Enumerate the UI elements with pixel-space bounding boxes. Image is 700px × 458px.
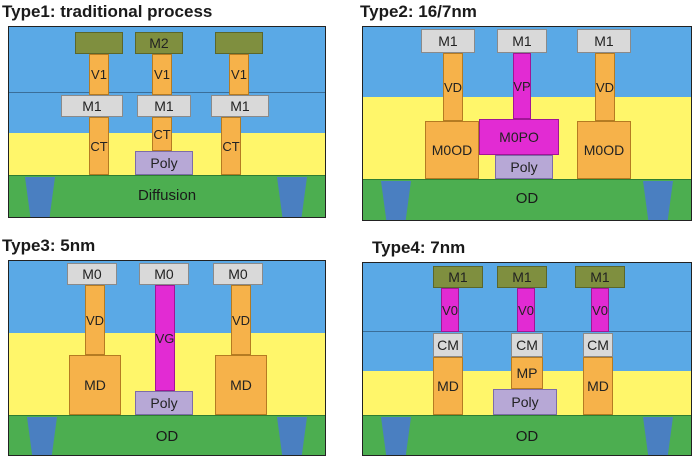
md-right: MD	[583, 357, 613, 415]
substrate-label: OD	[515, 428, 539, 445]
substrate-od	[9, 415, 325, 455]
isolation-trench-left	[381, 417, 411, 455]
v0-left: V0	[441, 288, 459, 332]
v1-right: V1	[229, 54, 249, 95]
isolation-trench-left	[27, 417, 57, 455]
isolation-trench-left	[25, 177, 55, 217]
panel1-diagram: Diffusion M2 V1 V1 V1 M1 M1 M1 CT CT CT …	[8, 26, 326, 218]
v0-right: V0	[591, 288, 609, 332]
panel3-title: Type3: 5nm	[2, 236, 96, 255]
panel3-diagram: OD M0 M0 M0 VD VG VD MD MD Poly	[8, 260, 326, 456]
m0od-right: M0OD	[577, 121, 631, 179]
vd-right: VD	[231, 285, 251, 355]
substrate-od	[363, 415, 691, 455]
md-left: MD	[433, 357, 463, 415]
m1-right: M1	[577, 29, 631, 53]
md-right: MD	[215, 355, 267, 415]
m1-center: M1	[497, 29, 547, 53]
vg-center: VG	[155, 285, 175, 391]
m0od-left: M0OD	[425, 121, 479, 179]
m1-left: M1	[61, 95, 123, 117]
vd-right: VD	[595, 53, 615, 121]
substrate-diffusion	[9, 175, 325, 217]
m2-right	[215, 32, 263, 54]
ct-left: CT	[89, 117, 109, 175]
poly-gate: Poly	[493, 389, 557, 415]
cm-center: CM	[511, 333, 543, 357]
mp-center: MP	[511, 357, 543, 389]
m0-center: M0	[139, 263, 189, 285]
substrate-label: OD	[515, 190, 539, 207]
cm-right: CM	[583, 333, 613, 357]
v1-center: V1	[152, 54, 172, 95]
m1-left: M1	[433, 266, 483, 288]
v0-center: V0	[517, 288, 535, 332]
isolation-trench-right	[277, 177, 307, 217]
panel2-diagram: OD M1 M1 M1 VD VP VD M0OD M0PO M0OD Poly	[362, 26, 692, 221]
ct-center: CT	[152, 117, 172, 151]
cm-left: CM	[433, 333, 463, 357]
isolation-trench-left	[381, 181, 411, 220]
isolation-trench-right	[643, 181, 673, 220]
m1-left: M1	[421, 29, 475, 53]
m0-left: M0	[67, 263, 117, 285]
isolation-trench-right	[277, 417, 307, 455]
substrate-od	[363, 179, 691, 220]
m1-center: M1	[497, 266, 547, 288]
m1-right: M1	[575, 266, 625, 288]
v1-left: V1	[89, 54, 109, 95]
m0-right: M0	[213, 263, 263, 285]
substrate-label: Diffusion	[137, 187, 197, 204]
m1-right: M1	[211, 95, 269, 117]
poly-gate: Poly	[135, 391, 193, 415]
substrate-label: OD	[155, 428, 179, 445]
md-left: MD	[69, 355, 121, 415]
panel4-diagram: OD M1 M1 M1 V0 V0 V0 CM CM CM MD MP MD P…	[362, 262, 692, 456]
panel2-title: Type2: 16/7nm	[360, 2, 477, 21]
poly-gate: Poly	[495, 155, 553, 179]
m2-left	[75, 32, 123, 54]
vd-left: VD	[443, 53, 463, 121]
m1-center: M1	[137, 95, 191, 117]
panel1-title: Type1: traditional process	[2, 2, 213, 21]
vp-center: VP	[513, 53, 531, 119]
panel4-title: Type4: 7nm	[372, 238, 466, 257]
poly-gate: Poly	[135, 151, 193, 175]
isolation-trench-right	[643, 417, 673, 455]
m0po-center: M0PO	[479, 119, 559, 155]
vd-left: VD	[85, 285, 105, 355]
m2-center: M2	[135, 32, 183, 54]
ct-right: CT	[221, 117, 241, 175]
